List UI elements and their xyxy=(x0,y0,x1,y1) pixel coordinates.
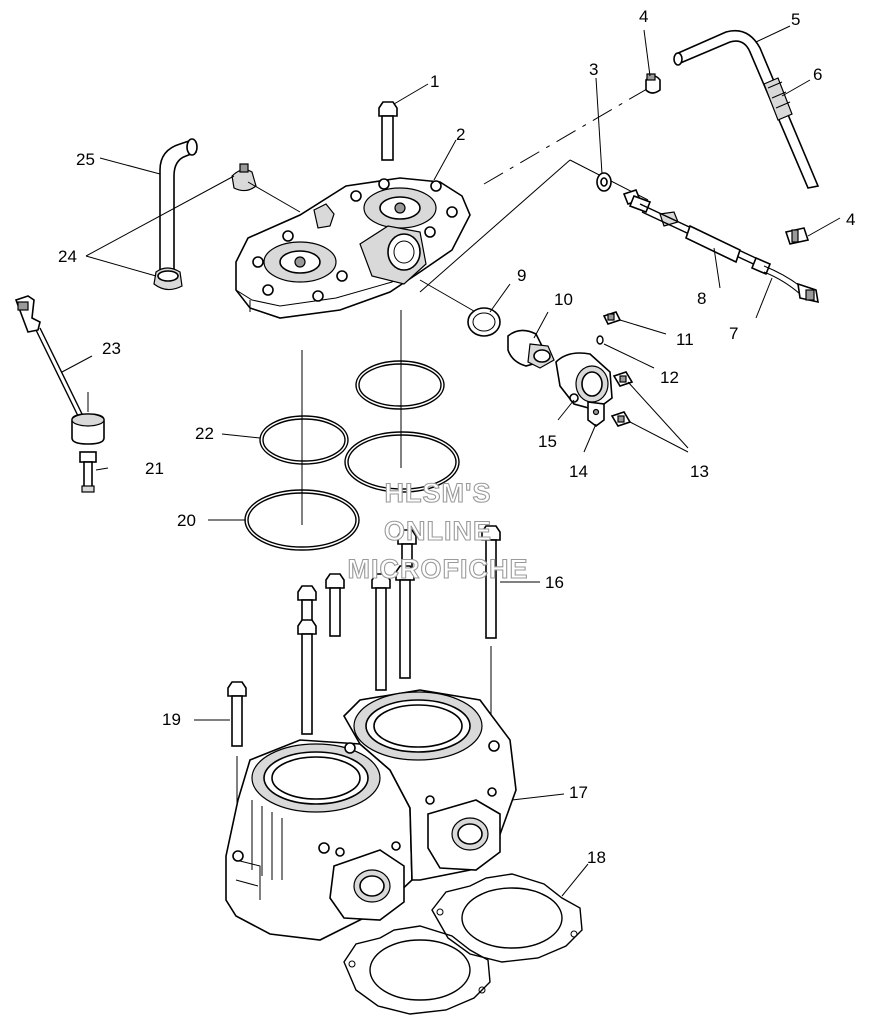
cylinder-bolts xyxy=(227,525,501,850)
callout-22: 22 xyxy=(195,424,214,443)
screw-13-lower xyxy=(610,411,632,427)
cable-assembly-8 xyxy=(622,189,772,276)
callout-23: 23 xyxy=(102,339,121,358)
watermark-line-3: MICROFICHE xyxy=(348,554,529,584)
base-gasket-18 xyxy=(343,873,583,1015)
callout-7: 7 xyxy=(729,324,738,343)
callout-11: 11 xyxy=(676,330,694,349)
leader-lines xyxy=(61,25,841,897)
callout-21: 21 xyxy=(145,459,164,478)
callout-1: 1 xyxy=(430,72,439,91)
thermostat-10 xyxy=(507,329,555,369)
o-ring-12 xyxy=(596,335,604,345)
temperature-sensor-23 xyxy=(14,295,105,445)
callout-5: 5 xyxy=(791,10,800,29)
callout-numbers: 1 2 3 4 4 5 6 7 8 9 10 11 12 13 14 15 16… xyxy=(58,7,855,867)
callout-10: 10 xyxy=(554,290,573,309)
callout-15: 15 xyxy=(538,432,557,451)
cylinder-head-2 xyxy=(235,177,471,319)
gasket-9 xyxy=(467,307,501,337)
hose-25 xyxy=(159,138,198,271)
callout-8: 8 xyxy=(697,289,706,308)
callout-16: 16 xyxy=(545,573,564,592)
fitting-4-right xyxy=(784,227,810,245)
cylinder-block-17 xyxy=(225,689,517,941)
watermark-line-2: ONLINE xyxy=(384,516,492,546)
callout-24: 24 xyxy=(58,247,77,266)
callout-13: 13 xyxy=(690,462,709,481)
callout-2: 2 xyxy=(456,125,465,144)
callout-19: 19 xyxy=(162,710,181,729)
screw-21 xyxy=(79,451,97,493)
thermostat-housing-15 xyxy=(555,352,613,411)
callout-25: 25 xyxy=(76,150,95,169)
callout-6: 6 xyxy=(813,65,822,84)
watermark: HLSM'S ONLINE MICROFICHE xyxy=(347,477,529,584)
o-ring-22 xyxy=(259,415,349,465)
cable-7 xyxy=(763,265,819,304)
callout-17: 17 xyxy=(569,783,588,802)
callout-9: 9 xyxy=(517,266,526,285)
clamp-4-top xyxy=(645,73,661,94)
screw-11 xyxy=(602,311,622,325)
bolt-1 xyxy=(378,101,398,161)
watermark-line-1: HLSM'S xyxy=(385,478,492,508)
o-ring-upper-right xyxy=(355,360,445,410)
o-ring-lower-right xyxy=(344,431,460,493)
hose-5 xyxy=(673,29,820,189)
bracket-14 xyxy=(587,401,605,427)
callout-4-right: 4 xyxy=(846,210,855,229)
callout-4-top: 4 xyxy=(639,7,648,26)
screw-13-upper xyxy=(612,371,634,387)
clamp-24-lower xyxy=(153,267,183,291)
callout-20: 20 xyxy=(177,511,196,530)
callout-14: 14 xyxy=(569,462,588,481)
callout-3: 3 xyxy=(589,60,598,79)
callout-12: 12 xyxy=(660,368,679,387)
clamp-24-upper xyxy=(231,163,257,192)
sleeve-6 xyxy=(763,77,793,121)
callout-18: 18 xyxy=(587,848,606,867)
washer-3 xyxy=(596,172,612,192)
